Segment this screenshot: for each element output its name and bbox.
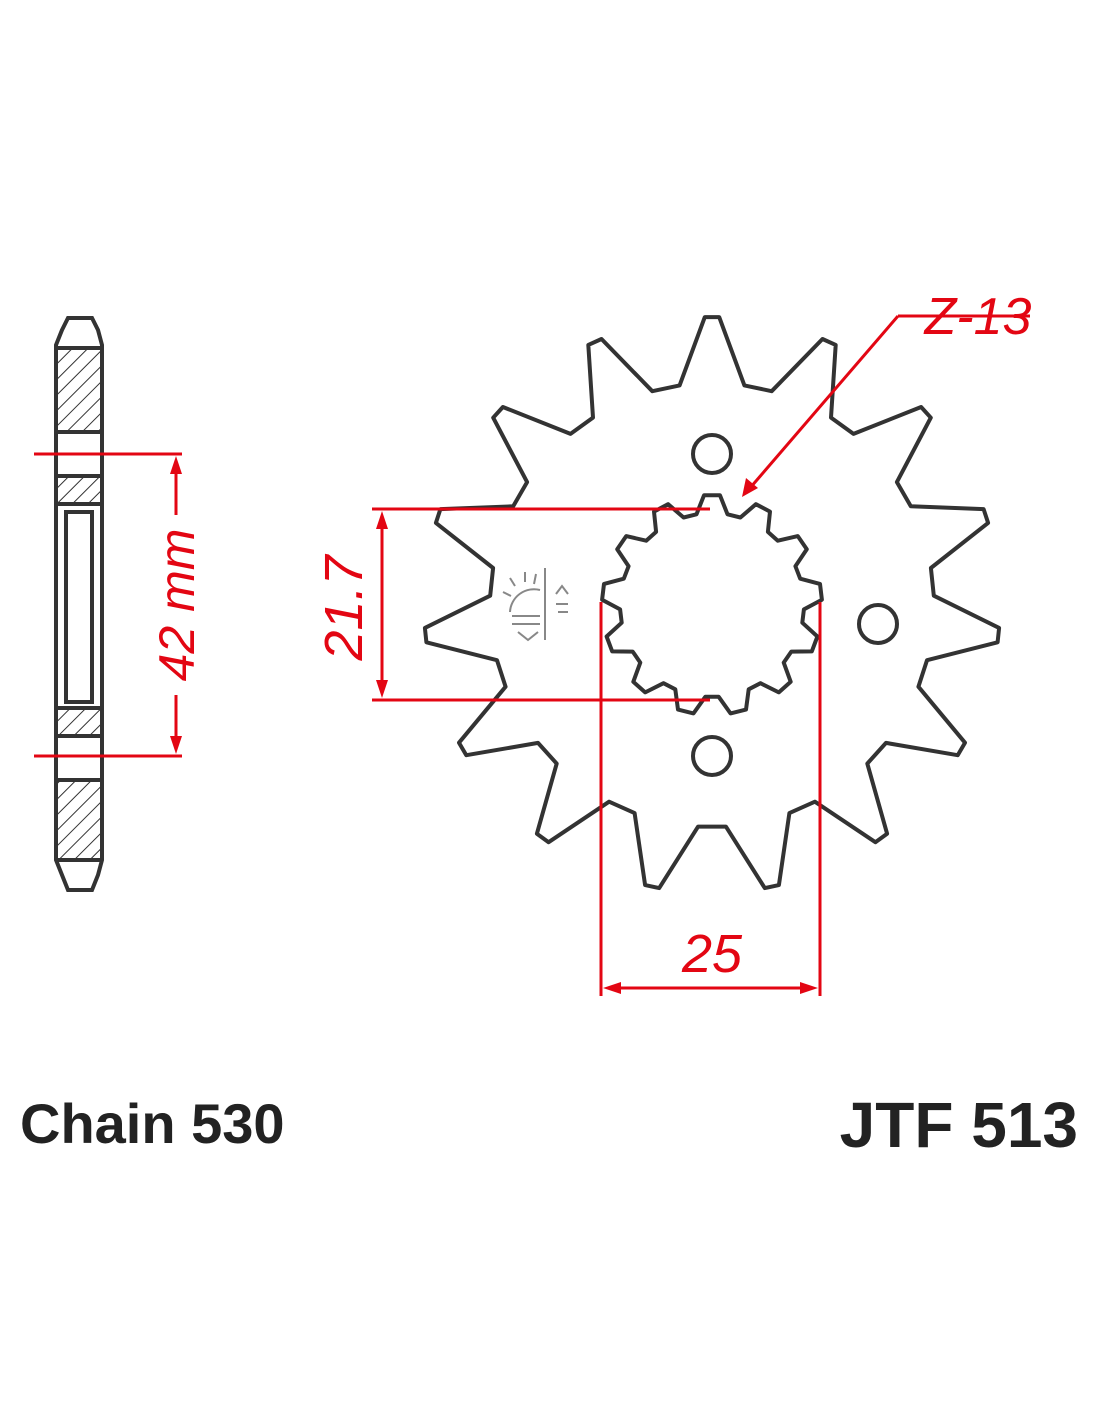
chain-size-caption: Chain 530	[20, 1092, 285, 1155]
dimension-42mm-label: 42 mm	[149, 529, 205, 682]
dimension-25	[599, 602, 822, 996]
sprocket-outline	[422, 315, 1002, 891]
spline-count-label: Z-13	[923, 288, 1032, 346]
side-view-details	[56, 346, 102, 862]
spline-bore	[600, 493, 824, 716]
dimension-21-7	[372, 507, 710, 702]
mounting-holes	[691, 433, 899, 777]
dimension-25-label: 25	[681, 924, 743, 984]
mounting-hole-bottom	[691, 735, 733, 777]
dimension-42mm	[34, 452, 182, 758]
mounting-hole-right	[857, 603, 899, 645]
mounting-hole-top	[691, 433, 733, 475]
dimension-21-7-label: 21.7	[314, 553, 374, 661]
part-number-caption: JTF 513	[840, 1089, 1078, 1161]
spline-count-leader	[742, 314, 1030, 497]
side-view-hatching	[58, 348, 100, 860]
jt-sunrise-logo-icon	[502, 568, 569, 642]
